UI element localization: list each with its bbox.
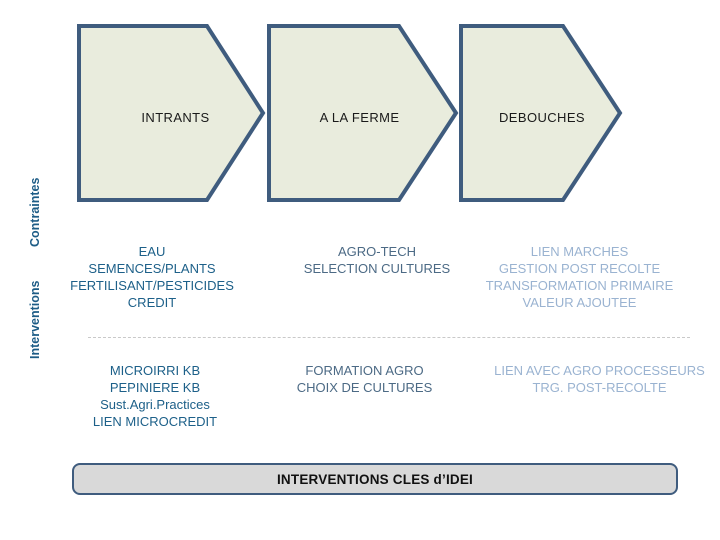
list-item: EAU — [138, 244, 166, 259]
chevron-shape-debouches[interactable] — [459, 24, 623, 202]
footer-banner[interactable]: INTERVENTIONS CLES d’IDEI — [72, 463, 678, 495]
list-item: LIEN MARCHES — [530, 244, 629, 259]
chevron-label-a-la-ferme: A LA FERME — [319, 110, 400, 125]
list-item: Sust.Agri.Practices — [100, 397, 210, 412]
contraintes-column-intrants: EAU SEMENCES/PLANTS FERTILISANT/PESTICID… — [52, 243, 252, 311]
row-divider — [88, 337, 690, 338]
list-item: AGRO-TECH — [338, 244, 416, 259]
chevron-label-debouches: DEBOUCHES — [499, 110, 585, 125]
list-item: SEMENCES/PLANTS — [88, 261, 216, 276]
list-item: CHOIX DE CULTURES — [296, 380, 433, 395]
list-item: GESTION POST RECOLTE — [498, 261, 661, 276]
list-item: TRANSFORMATION PRIMAIRE — [485, 278, 674, 293]
chevron-shapes — [77, 24, 623, 202]
process-chevron-band: INTRANTS A LA FERME DEBOUCHES — [0, 0, 720, 215]
chevron-label-intrants: INTRANTS — [141, 110, 210, 125]
list-item: FERTILISANT/PESTICIDES — [70, 278, 234, 293]
chevron-shape-a-la-ferme[interactable] — [267, 24, 459, 202]
interventions-column-a-la-ferme: FORMATION AGRO CHOIX DE CULTURES — [257, 362, 472, 396]
list-item: PEPINIERE KB — [109, 380, 201, 395]
contraintes-column-debouches: LIEN MARCHES GESTION POST RECOLTE TRANSF… — [447, 243, 712, 311]
contraintes-column-a-la-ferme: AGRO-TECH SELECTION CULTURES — [262, 243, 492, 277]
interventions-column-debouches: LIEN AVEC AGRO PROCESSEURS TRG. POST-REC… — [462, 362, 720, 396]
row-axis-label-contraintes: Contraintes — [28, 177, 42, 247]
list-item: FORMATION AGRO — [305, 363, 424, 378]
chevron-shape-intrants[interactable] — [77, 24, 266, 202]
list-item: SELECTION CULTURES — [303, 261, 451, 276]
list-item: MICROIRRI KB — [109, 363, 201, 378]
interventions-column-intrants: MICROIRRI KB PEPINIERE KB Sust.Agri.Prac… — [60, 362, 250, 430]
row-contraintes: EAU SEMENCES/PLANTS FERTILISANT/PESTICID… — [52, 243, 712, 323]
row-axis-label-interventions: Interventions — [28, 280, 42, 360]
list-item: LIEN AVEC AGRO PROCESSEURS — [494, 363, 705, 378]
list-item: VALEUR AJOUTEE — [522, 295, 637, 310]
list-item: LIEN MICROCREDIT — [92, 414, 218, 429]
list-item: CREDIT — [127, 295, 177, 310]
footer-banner-label: INTERVENTIONS CLES d’IDEI — [276, 471, 474, 487]
list-item: TRG. POST-RECOLTE — [532, 380, 667, 395]
row-interventions: MICROIRRI KB PEPINIERE KB Sust.Agri.Prac… — [52, 362, 712, 457]
